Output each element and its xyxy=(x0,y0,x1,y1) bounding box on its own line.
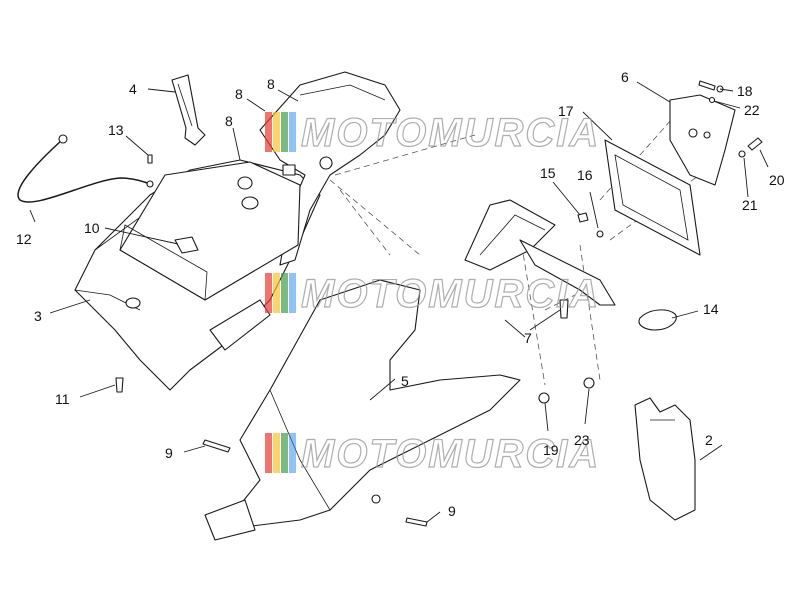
callout-17: 17 xyxy=(558,103,574,119)
callout-7: 7 xyxy=(524,330,532,346)
callout-9b: 9 xyxy=(448,503,456,519)
callout-6: 6 xyxy=(621,69,629,85)
callout-14: 14 xyxy=(703,301,719,317)
callout-2: 2 xyxy=(705,432,713,448)
part-17-plate xyxy=(604,139,701,256)
watermark-logo: MOTOMURCIA xyxy=(265,110,600,156)
part-6-bracket xyxy=(669,94,736,186)
part-2-mud-flap xyxy=(634,397,696,521)
callout-5: 5 xyxy=(401,373,409,389)
callout-leaders xyxy=(29,81,769,523)
callout-numbers: 2 3 4 5 6 7 8 8 8 9 9 10 11 12 13 14 15 … xyxy=(16,69,785,519)
watermark-text: MOTOMURCIA xyxy=(301,272,600,316)
callout-13: 13 xyxy=(108,122,124,138)
callout-21: 21 xyxy=(742,197,758,213)
callout-20: 20 xyxy=(769,172,785,188)
callout-22: 22 xyxy=(744,102,760,118)
part-4-strap xyxy=(171,74,206,146)
part-7-license-bracket xyxy=(464,199,616,306)
callout-12: 12 xyxy=(16,231,32,247)
callout-8a: 8 xyxy=(267,76,275,92)
callout-19: 19 xyxy=(543,442,559,458)
callout-23: 23 xyxy=(574,432,590,448)
part-14-grommet xyxy=(638,309,677,331)
hardware-fasteners xyxy=(115,80,763,527)
callout-15: 15 xyxy=(540,165,556,181)
part-12-cable xyxy=(17,134,154,203)
callout-9a: 9 xyxy=(165,445,173,461)
callout-4: 4 xyxy=(129,81,137,97)
part-10-storage-tray xyxy=(119,161,301,301)
callout-18: 18 xyxy=(737,83,753,99)
callout-8b: 8 xyxy=(235,86,243,102)
callout-11: 11 xyxy=(55,391,70,407)
watermark-text: MOTOMURCIA xyxy=(301,111,600,155)
callout-10: 10 xyxy=(84,220,100,236)
watermark-text: MOTOMURCIA xyxy=(301,432,600,476)
callout-16: 16 xyxy=(577,167,593,183)
watermark-logo: MOTOMURCIA xyxy=(265,271,600,317)
callout-3: 3 xyxy=(34,308,42,324)
watermark-logo: MOTOMURCIA xyxy=(265,431,600,477)
callout-8c: 8 xyxy=(225,113,233,129)
